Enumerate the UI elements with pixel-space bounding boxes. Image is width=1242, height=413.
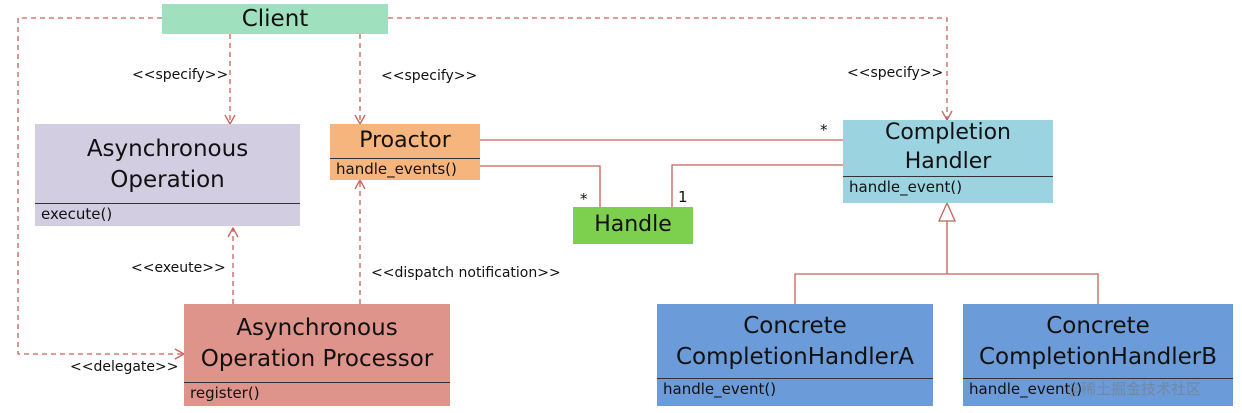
concrete-a-handle-event-method: handle_event()	[657, 378, 933, 399]
proactor-handle-association	[480, 165, 601, 207]
watermark: @稀土掘金技术社区	[1066, 380, 1202, 398]
concrete-handler-a-class[interactable]: Concrete CompletionHandlerA handle_event…	[657, 304, 933, 406]
delegate-label: <<delegate>>	[70, 359, 179, 375]
async-processor-title-line2: Operation Processor	[200, 346, 434, 372]
completion-handler-handle-event-method: handle_event()	[843, 176, 1053, 197]
async-operation-class[interactable]: Asynchronous Operation execute()	[35, 124, 300, 226]
client-class[interactable]: Client	[162, 4, 388, 34]
proactor-title: Proactor	[359, 128, 451, 153]
concrete-b-title-line2: CompletionHandlerB	[978, 344, 1218, 370]
multiplicity-completion-handler-many: *	[820, 121, 828, 139]
async-processor-register-method: register()	[184, 382, 450, 403]
dispatch-notification-label: <<dispatch notification>>	[371, 265, 561, 281]
async-processor-title-line1: Asynchronous	[236, 315, 398, 341]
specify-label-proactor: <<specify>>	[381, 68, 478, 84]
generalization-arrowhead	[937, 201, 957, 222]
completion-handler-title-line2: Handler	[904, 149, 992, 174]
concrete-b-handle-event-method: handle_event()	[963, 378, 1233, 399]
client-to-processor-delegate-dependency	[17, 17, 186, 360]
completion-handler-class[interactable]: Completion Handler handle_event()	[843, 120, 1053, 203]
async-operation-title-line2: Operation	[110, 167, 225, 193]
concrete-b-generalization-line	[947, 273, 1099, 304]
handle-title: Handle	[594, 212, 672, 237]
exeute-label: <<exeute>>	[131, 260, 226, 276]
multiplicity-handle-one: 1	[678, 188, 688, 206]
proactor-handle-events-method: handle_events()	[330, 158, 480, 179]
async-processor-class[interactable]: Asynchronous Operation Processor registe…	[184, 304, 450, 406]
handle-class[interactable]: Handle	[573, 207, 693, 244]
concrete-b-title-line1: Concrete	[1046, 313, 1150, 339]
client-title: Client	[241, 6, 309, 32]
async-operation-execute-method: execute()	[35, 203, 300, 224]
handle-completion-handler-association	[671, 164, 843, 207]
completion-handler-title-line1: Completion	[884, 120, 1011, 145]
concrete-a-generalization-line	[794, 273, 947, 304]
specify-label-completion-handler: <<specify>>	[847, 65, 944, 81]
async-operation-title-line1: Asynchronous	[86, 136, 249, 162]
concrete-a-title-line2: CompletionHandlerA	[675, 344, 915, 370]
multiplicity-handle-many: *	[580, 190, 588, 208]
specify-label-async-operation: <<specify>>	[132, 67, 229, 83]
concrete-a-title-line1: Concrete	[743, 313, 847, 339]
client-to-completion-handler-dependency	[388, 17, 953, 122]
concrete-handler-b-class[interactable]: Concrete CompletionHandlerB handle_event…	[963, 304, 1233, 406]
proactor-class[interactable]: Proactor handle_events()	[330, 124, 480, 180]
